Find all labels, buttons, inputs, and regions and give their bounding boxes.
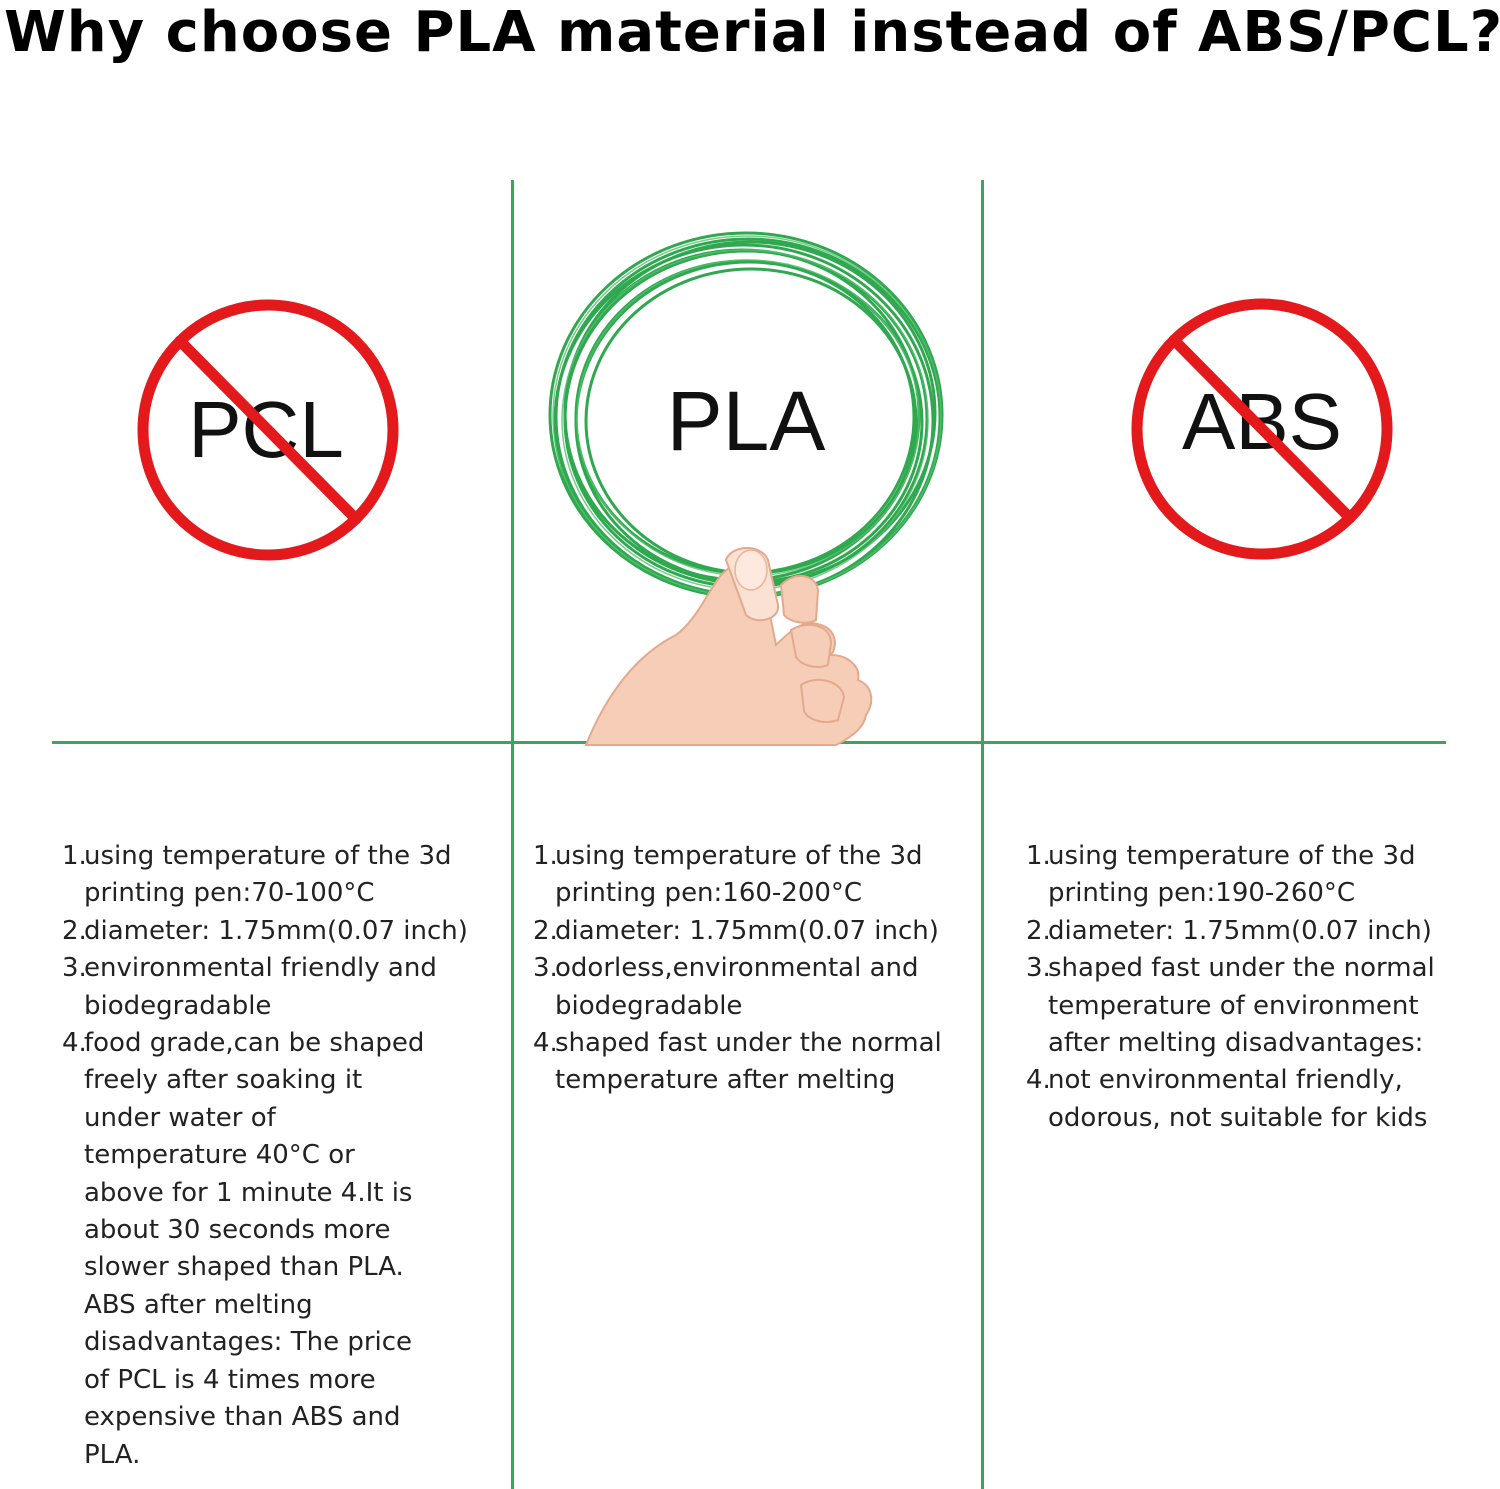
abs-specs: 1.using temperature of the 3d printing p… [1026, 838, 1466, 1137]
prohibited-sign-icon: PCL [137, 299, 399, 561]
list-item: 2.diameter: 1.75mm(0.07 inch) [533, 915, 939, 946]
list-item: 3.shaped fast under the normal temperatu… [1026, 953, 1435, 1059]
pla-spec-list: 1.using temperature of the 3d printing p… [533, 838, 965, 1100]
abs-spec-list: 1.using temperature of the 3d printing p… [1026, 838, 1466, 1137]
list-item: 1.using temperature of the 3d printing p… [533, 841, 923, 909]
page-title: Why choose PLA material instead of ABS/P… [4, 0, 1500, 65]
list-item: 4.shaped fast under the normal temperatu… [533, 1028, 942, 1096]
pcl-prohibited-emblem: PCL [134, 297, 402, 563]
abs-prohibited-emblem: ABS [1128, 296, 1396, 562]
list-item: 1.using temperature of the 3d printing p… [62, 841, 452, 909]
pla-specs: 1.using temperature of the 3d printing p… [533, 838, 965, 1100]
list-item: 3.environmental friendly and biodegradab… [62, 953, 437, 1021]
list-item: 1.using temperature of the 3d printing p… [1026, 841, 1416, 909]
column-divider-left [511, 180, 514, 1489]
pla-filament-emblem: PLA [546, 225, 956, 746]
column-divider-right [981, 180, 984, 1489]
filament-coil-in-hand-icon: PLA [548, 231, 944, 746]
prohibited-sign-icon: ABS [1131, 298, 1393, 560]
list-item: 3.odorless,environmental and biodegradab… [533, 953, 919, 1021]
list-item: 2.diameter: 1.75mm(0.07 inch) [62, 915, 468, 946]
list-item: 4.food grade,can be shaped freely after … [62, 1028, 425, 1470]
pla-label: PLA [667, 374, 826, 468]
list-item: 4.not environmental friendly, odorous, n… [1026, 1065, 1428, 1133]
pcl-specs: 1.using temperature of the 3d printing p… [62, 838, 487, 1474]
pcl-spec-list: 1.using temperature of the 3d printing p… [62, 838, 487, 1474]
hand-icon [584, 547, 873, 746]
list-item: 2.diameter: 1.75mm(0.07 inch) [1026, 915, 1432, 946]
